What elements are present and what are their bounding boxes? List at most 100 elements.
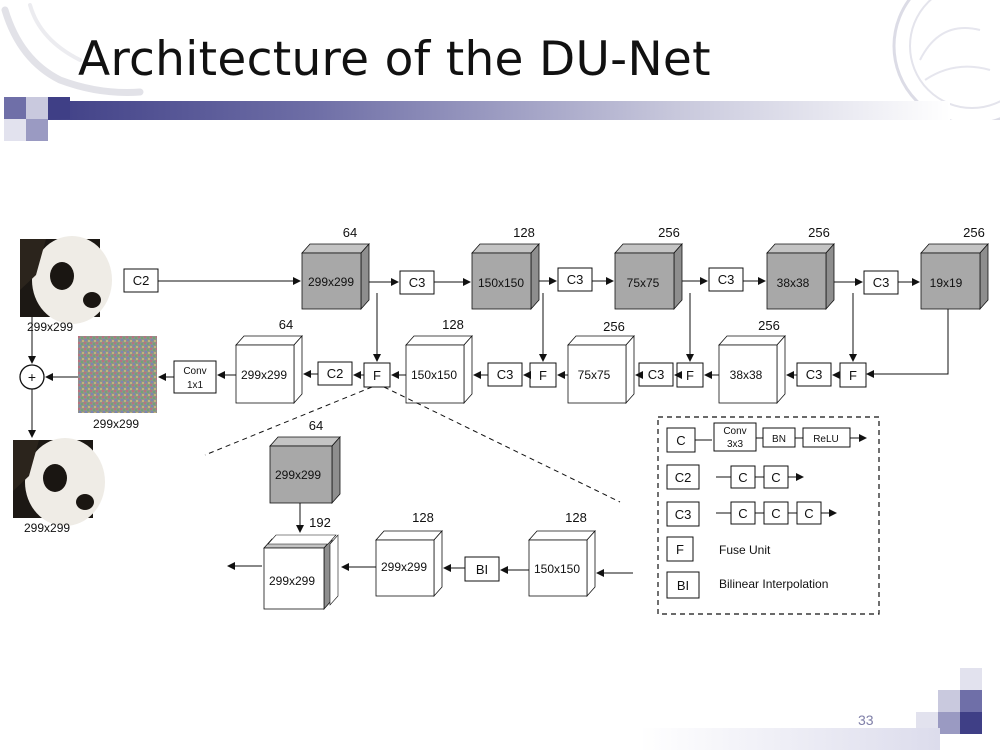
encoder-block-1-size: 299x299	[308, 275, 354, 289]
encoder-c3-label-4: C3	[873, 275, 890, 290]
encoder-block-3	[614, 242, 683, 311]
fuse-concat-block-size: 299x299	[269, 574, 315, 588]
decoder-fuse-box-2	[529, 362, 557, 388]
page-number: 33	[858, 712, 874, 728]
encoder-block-2-channels: 128	[513, 225, 535, 240]
decoder-fuse-label-4: F	[849, 368, 857, 383]
legend-bi-box	[666, 571, 700, 599]
slide-title: Architecture of the DU-Net	[78, 32, 711, 87]
brush-stroke-decoration	[1, 3, 144, 96]
input-image-label: 299x299	[27, 320, 73, 334]
decoder-c3-label-3: C3	[806, 367, 823, 382]
decor-square	[48, 97, 70, 119]
noise-image	[78, 336, 157, 413]
fuse-mid-block	[375, 529, 443, 598]
encoder-block-4-channels: 256	[808, 225, 830, 240]
legend-c-box	[666, 427, 696, 453]
decoder-block-4-channels: 256	[758, 318, 780, 333]
legend-arrows	[695, 434, 867, 517]
fuse-mid-block-channels: 128	[412, 510, 434, 525]
encoder-block-4-size: 38x38	[777, 276, 810, 290]
decoder-block-3-channels: 256	[603, 319, 625, 334]
decoder-c3-label-2: C3	[648, 367, 665, 382]
fuse-top-block	[269, 435, 341, 505]
decoder-fuse-label-3: F	[686, 368, 694, 383]
title-underline-bar	[40, 101, 950, 120]
encoder-c3-box-2	[557, 267, 593, 292]
input-panda-image	[20, 236, 112, 324]
decor-square	[26, 97, 48, 119]
legend-relu-label: ReLU	[813, 434, 839, 445]
decoder-fuse-label-2: F	[539, 368, 547, 383]
conv1x1-box	[173, 360, 217, 394]
legend-c2-c2-label: C	[771, 470, 780, 485]
decor-square	[960, 668, 982, 690]
legend-bi-label: BI	[677, 578, 689, 593]
encoder-block-5-channels: 256	[963, 225, 985, 240]
encoder-block-1	[301, 242, 370, 311]
decoder-arrows	[28, 317, 840, 438]
encoder-block-3-channels: 256	[658, 225, 680, 240]
decor-square	[960, 712, 982, 734]
fuse-concat-block	[263, 534, 339, 611]
fuse-detail-arrows	[227, 503, 633, 577]
fuse-top-block-size: 299x299	[275, 468, 321, 482]
university-seal-watermark	[892, 0, 1000, 120]
legend-f-label: F	[676, 542, 684, 557]
fuse-top-block-channels: 64	[309, 418, 323, 433]
decoder-block-3	[567, 334, 635, 405]
fuse-right-block	[528, 529, 596, 598]
encoder-c3-box-3	[708, 267, 744, 292]
encoder-c2-label: C2	[133, 273, 150, 288]
legend-box	[657, 416, 880, 615]
noise-image-label: 299x299	[93, 417, 139, 431]
zoom-dashed-lines	[204, 386, 621, 503]
fuse-right-block-size: 150x150	[534, 562, 580, 576]
decoder-block-1-size: 299x299	[241, 368, 287, 382]
decoder-block-4	[718, 334, 786, 405]
decor-square	[960, 690, 982, 712]
decoder-block-4-size: 38x38	[730, 368, 763, 382]
decoder-c3-label-1: C3	[497, 367, 514, 382]
encoder-c3-label-2: C3	[567, 272, 584, 287]
output-image-label: 299x299	[24, 521, 70, 535]
plus-operator: +	[19, 364, 45, 390]
decor-square	[4, 97, 26, 119]
legend-f-box	[666, 536, 694, 562]
encoder-c3-label-3: C3	[718, 272, 735, 287]
legend-conv-line2: 3x3	[727, 439, 744, 450]
encoder-block-2	[471, 242, 540, 311]
encoder-block-3-size: 75x75	[627, 276, 660, 290]
legend-c3-label: C3	[675, 507, 692, 522]
legend-bi-desc: Bilinear Interpolation	[719, 577, 828, 591]
encoder-arrows	[158, 277, 949, 378]
conv1x1-label-line2: 1x1	[187, 380, 204, 391]
legend-conv3x3-box	[713, 422, 757, 452]
plus-symbol: +	[28, 369, 36, 385]
legend-c2-box	[666, 464, 700, 490]
decor-square	[938, 690, 960, 712]
decoder-fuse-label-1: F	[373, 368, 381, 383]
fuse-right-block-channels: 128	[565, 510, 587, 525]
legend-c2-c1-label: C	[738, 470, 747, 485]
encoder-block-5-size: 19x19	[930, 276, 963, 290]
decoder-block-1-channels: 64	[279, 317, 293, 332]
legend-c-label: C	[676, 433, 685, 448]
legend-c3-c2-label: C	[771, 506, 780, 521]
legend-c3-c1-label: C	[738, 506, 747, 521]
output-panda-image	[13, 438, 105, 526]
decoder-c2-label: C2	[327, 366, 344, 381]
decoder-block-3-size: 75x75	[578, 368, 611, 382]
decor-square	[4, 119, 26, 141]
legend-c3-c3-label: C	[804, 506, 813, 521]
encoder-block-4	[766, 242, 835, 311]
fuse-concat-block-channels: 192	[309, 515, 331, 530]
encoder-c3-label-1: C3	[409, 275, 426, 290]
legend-bn-label: BN	[772, 434, 786, 445]
encoder-block-1-channels: 64	[343, 225, 357, 240]
fuse-mid-block-size: 299x299	[381, 560, 427, 574]
encoder-block-2-size: 150x150	[478, 276, 524, 290]
decoder-block-1	[235, 334, 303, 405]
legend-conv-line1: Conv	[723, 426, 746, 437]
